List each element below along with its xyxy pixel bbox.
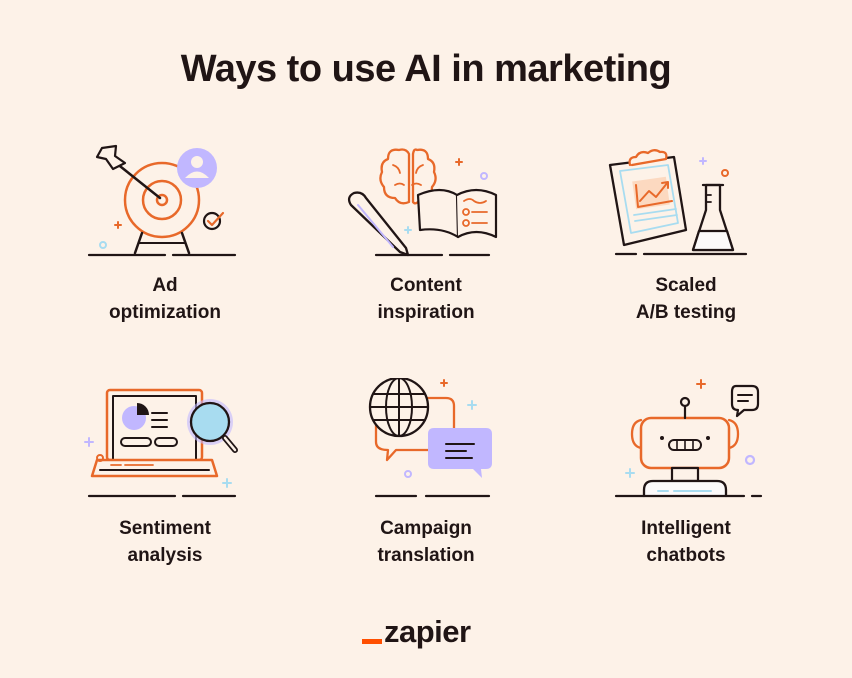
page-title: Ways to use AI in marketing [180,48,672,90]
logo-text: zapier [384,614,471,649]
item-label-line2: optimization [109,302,221,323]
item-label-line1: Sentiment [119,518,211,539]
card-campaign-translation: Campaign translation [296,378,556,588]
card-ad-optimization: Ad optimization [35,135,295,345]
card-content-inspiration: Content inspiration [296,135,556,345]
target-arrow-icon [87,144,237,257]
laptop-magnifier-icon [84,388,238,498]
item-label-line2: A/B testing [635,302,737,323]
robot-chat-icon [614,379,763,498]
card-intelligent-chatbots: Intelligent chatbots [556,378,816,588]
card-sentiment-analysis: Sentiment analysis [35,378,295,588]
item-label-line1: Content [390,275,462,296]
item-label-line2: inspiration [377,302,475,323]
item-label-line1: Ad [152,275,178,296]
zapier-logo: zapier [362,610,471,650]
item-label-line2: translation [377,545,475,566]
item-label-line2: chatbots [646,545,726,566]
logo-underscore-bar [362,639,382,644]
item-label-line1: Intelligent [641,518,731,539]
item-label-line1: Campaign [380,518,472,539]
item-label-line2: analysis [127,545,203,566]
card-ab-testing: Scaled A/B testing [556,135,816,345]
globe-chat-icon [368,378,492,498]
item-label-line1: Scaled [655,275,717,296]
clipboard-flask-icon [608,149,748,256]
brain-pencil-book-icon [347,148,498,257]
